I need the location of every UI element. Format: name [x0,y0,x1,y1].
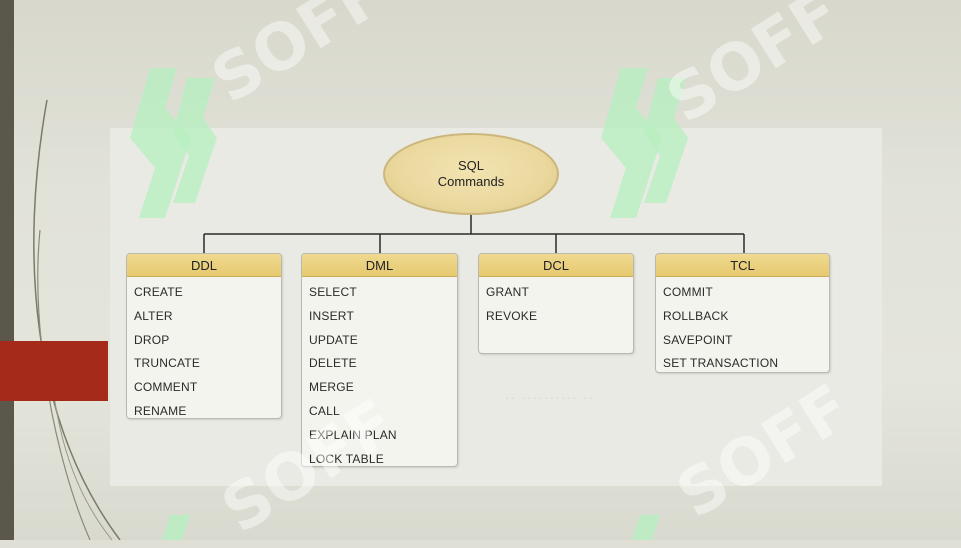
list-item: REVOKE [486,308,538,323]
category-box-dml: DML SELECT INSERT UPDATE DELETE MERGE CA… [301,253,458,467]
list-item: DROP [134,332,170,347]
category-box-tcl: TCL COMMIT ROLLBACK SAVEPOINT SET TRANSA… [655,253,830,373]
list-item: INSERT [309,308,354,323]
list-item: UPDATE [309,332,358,347]
faint-watermark-text: ·· ·········· ·· [505,389,595,405]
list-item: SELECT [309,285,357,299]
list-item: EXPLAIN PLAN [309,427,397,442]
watermark-logo-icon [601,68,688,218]
list-item: TRUNCATE [134,356,201,371]
list-item: MERGE [309,380,355,395]
root-node-label-line1: SQL [457,158,484,173]
category-box-ddl: DDL CREATE ALTER DROP TRUNCATE COMMENT R… [126,253,282,419]
category-header-dcl: DCL [479,254,633,277]
category-header-ddl: DDL [127,254,281,277]
list-item: RENAME [134,403,187,418]
watermark-logo-icon [130,68,217,218]
watermark-logo-icon [162,515,190,540]
list-item: DELETE [309,356,357,371]
list-item: ROLLBACK [663,308,729,323]
list-item: CREATE [134,285,183,299]
accent-tab [0,341,108,401]
category-header-dml: DML [302,254,457,277]
root-node-sql-commands: SQL Commands [383,133,559,215]
list-item: GRANT [486,285,529,299]
list-item: LOCK TABLE [309,451,384,466]
list-item: CALL [309,403,340,418]
list-item: ALTER [134,308,173,323]
root-node-label-line2: Commands [437,174,505,189]
category-list-dml: SELECT INSERT UPDATE DELETE MERGE CALL E… [302,277,457,471]
list-item: SAVEPOINT [663,332,733,347]
watermark-logo-icon [632,515,660,540]
slide-left-edge [0,0,14,540]
category-header-tcl: TCL [656,254,829,277]
list-item: COMMIT [663,285,713,299]
list-item: COMMENT [134,380,198,395]
list-item: SET TRANSACTION [663,356,779,371]
category-list-dcl: GRANT REVOKE [479,277,633,329]
category-box-dcl: DCL GRANT REVOKE [478,253,634,354]
category-list-ddl: CREATE ALTER DROP TRUNCATE COMMENT RENAM… [127,277,281,424]
category-list-tcl: COMMIT ROLLBACK SAVEPOINT SET TRANSACTIO… [656,277,829,376]
